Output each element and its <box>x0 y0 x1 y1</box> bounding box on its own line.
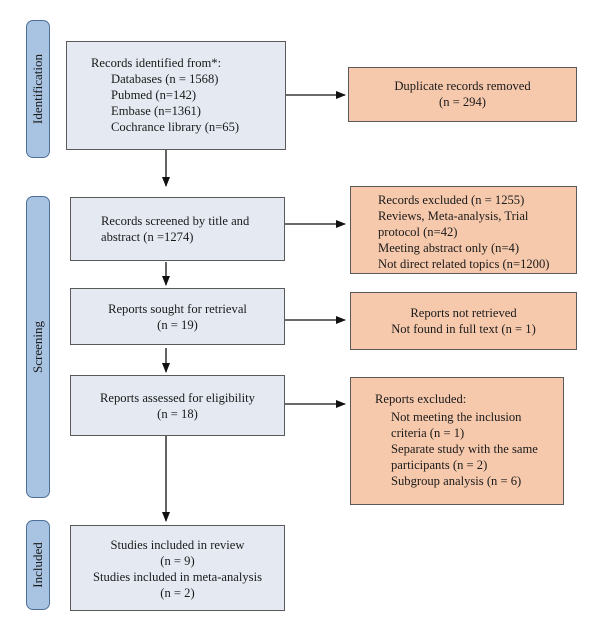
source-cochrane: Cochrance library (n=65) <box>111 120 240 134</box>
phase-screening-label: Screening <box>30 321 45 373</box>
excluded-inclusion-criteria-count: criteria (n = 1) <box>391 426 465 440</box>
excluded-separate-study-count: participants (n = 2) <box>391 458 488 472</box>
sought-count: (n = 19) <box>157 318 198 332</box>
included-meta-count: (n = 2) <box>160 586 195 600</box>
reports-excluded-box: Reports excluded: Not meeting the inclus… <box>350 377 564 505</box>
reports-sought-box: Reports sought for retrieval (n = 19) <box>70 288 285 345</box>
phase-included-label: Included <box>30 542 45 588</box>
reports-assessed-box: Reports assessed for eligibility (n = 18… <box>70 375 285 436</box>
screened-count: abstract (n =1274) <box>101 230 194 244</box>
included-meta-label: Studies included in meta-analysis <box>93 570 262 584</box>
source-pubmed: Pubmed (n=142) <box>111 88 197 102</box>
phase-identification: Identification <box>26 20 50 158</box>
excluded-not-related: Not direct related topics (n=1200) <box>378 257 550 271</box>
included-review-count: (n = 9) <box>160 554 195 568</box>
excluded-subgroup-analysis: Subgroup analysis (n = 6) <box>391 474 522 488</box>
not-retrieved-reason: Not found in full text (n = 1) <box>391 322 536 336</box>
excluded-meeting-abstract: Meeting abstract only (n=4) <box>378 241 520 255</box>
screened-label: Records screened by title and <box>101 214 250 228</box>
reports-excluded-list: Not meeting the inclusion criteria (n = … <box>375 409 563 489</box>
duplicates-removed-box: Duplicate records removed (n = 294) <box>348 67 577 122</box>
excluded-reviews-count: protocol (n=42) <box>378 225 458 239</box>
reports-not-retrieved-box: Reports not retrieved Not found in full … <box>350 292 577 350</box>
source-databases: Databases (n = 1568) <box>111 72 219 86</box>
phase-screening: Screening <box>26 196 50 498</box>
records-excluded-box: Records excluded (n = 1255) Reviews, Met… <box>350 186 577 274</box>
phase-identification-label: Identification <box>30 53 45 125</box>
included-review-label: Studies included in review <box>110 538 245 552</box>
phase-included: Included <box>26 520 50 610</box>
records-identified-box: Records identified from*: Databases (n =… <box>66 41 286 150</box>
records-screened-box: Records screened by title and abstract (… <box>70 197 285 261</box>
duplicates-count: (n = 294) <box>439 95 486 109</box>
source-list: Databases (n = 1568) Pubmed (n=142) Emba… <box>91 71 285 135</box>
excluded-reviews: Reviews, Meta-analysis, Trial <box>378 209 529 223</box>
sought-label: Reports sought for retrieval <box>108 302 247 316</box>
excluded-inclusion-criteria: Not meeting the inclusion <box>391 410 522 424</box>
source-embase: Embase (n=1361) <box>111 104 201 118</box>
studies-included-box: Studies included in review (n = 9) Studi… <box>70 525 285 611</box>
records-identified-heading: Records identified from*: <box>91 56 222 70</box>
assessed-count: (n = 18) <box>157 407 198 421</box>
assessed-label: Reports assessed for eligibility <box>100 391 255 405</box>
excluded-separate-study: Separate study with the same <box>391 442 538 456</box>
duplicates-label: Duplicate records removed <box>394 79 531 93</box>
reports-excluded-heading: Reports excluded: <box>375 392 467 406</box>
not-retrieved-label: Reports not retrieved <box>410 306 517 320</box>
excluded-total: Records excluded (n = 1255) <box>378 193 525 207</box>
